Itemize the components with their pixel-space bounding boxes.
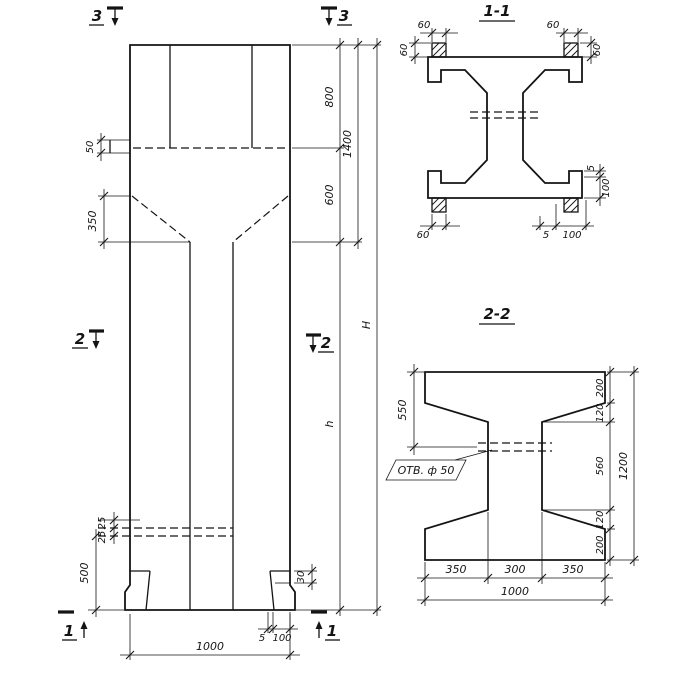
dim-5-right: 5 bbox=[586, 165, 597, 171]
dim-100-label: 100 bbox=[272, 633, 291, 644]
dim-100-bottom: 100 bbox=[562, 230, 581, 241]
dim-25a-label: 25 bbox=[97, 517, 108, 530]
hole-callout: ОТВ. ф 50 bbox=[385, 449, 493, 481]
section-2-2-dimensions: 550 200 120 560 120 200 1200 350 bbox=[396, 364, 639, 606]
dim-60-topright: 60 bbox=[547, 20, 560, 31]
embedded-plates bbox=[431, 42, 579, 213]
dim-120-top: 120 bbox=[595, 403, 606, 422]
dim-5-label: 5 bbox=[259, 633, 265, 644]
hole-label: ОТВ. ф 50 bbox=[398, 464, 455, 477]
dim-350-label: 350 bbox=[86, 211, 99, 232]
dim-60-right: 60 bbox=[592, 44, 603, 57]
dim-350-right: 350 bbox=[563, 563, 584, 576]
dim-350-left: 350 bbox=[446, 563, 467, 576]
dim-60-bottomleft: 60 bbox=[417, 230, 430, 241]
dim-1000-label: 1000 bbox=[196, 640, 224, 653]
section-cut-marks: 3 3 2 2 1 1 bbox=[58, 6, 352, 641]
dim-25b-label: 25 bbox=[97, 531, 108, 544]
dim-600-label: 600 bbox=[323, 185, 336, 206]
section-mark-1-left: 1 bbox=[64, 622, 74, 640]
section-mark-2-left: 2 bbox=[75, 330, 85, 348]
dim-200-top: 200 bbox=[595, 378, 606, 397]
section-mark-3-right: 3 bbox=[339, 7, 349, 25]
dim-550-label: 550 bbox=[396, 400, 409, 421]
elevation-left-dimensions: 50 350 25 25 500 bbox=[78, 133, 190, 617]
section-mark-2-right: 2 bbox=[321, 334, 331, 352]
section-1-1-dimensions: 60 60 60 60 60 5 100 bbox=[399, 20, 612, 241]
section-1-1-outline bbox=[427, 56, 583, 199]
dim-60-topleft: 60 bbox=[418, 20, 431, 31]
dim-30-label: 30 bbox=[296, 571, 307, 584]
dim-200-bottom: 200 bbox=[595, 535, 606, 554]
dim-60-left: 60 bbox=[399, 44, 410, 57]
section-mark-3-left: 3 bbox=[92, 7, 102, 25]
dim-560-label: 560 bbox=[595, 456, 606, 475]
column-outline bbox=[124, 44, 296, 611]
dim-120-bottom: 120 bbox=[595, 510, 606, 529]
dim-1200-label: 1200 bbox=[617, 452, 630, 480]
dim-50-label: 50 bbox=[85, 141, 96, 154]
column-elevation: 50 350 25 25 500 800 600 h bbox=[58, 6, 382, 660]
dim-1000-section-label: 1000 bbox=[501, 585, 529, 598]
dim-h-label: h bbox=[323, 420, 336, 427]
dim-800-label: 800 bbox=[323, 87, 336, 108]
section-mark-1-right: 1 bbox=[327, 622, 337, 640]
dim-5-bottom: 5 bbox=[543, 230, 549, 241]
section-2-2-title: 2-2 bbox=[483, 305, 510, 323]
dim-1400-label: 1400 bbox=[341, 130, 354, 158]
elevation-right-dimensions: 800 600 h 1400 H bbox=[292, 38, 382, 616]
dim-300-label: 300 bbox=[505, 563, 526, 576]
section-1-1-title: 1-1 bbox=[483, 2, 510, 20]
section-1-1-view: 1-1 60 60 60 bbox=[399, 2, 612, 241]
dim-H-label: H bbox=[360, 321, 373, 329]
elevation-bottom-dimensions: 1000 5 100 30 bbox=[120, 564, 317, 660]
dim-100-right: 100 bbox=[601, 178, 612, 197]
dim-500-label: 500 bbox=[78, 563, 91, 584]
section-2-2-outline bbox=[424, 371, 606, 561]
hidden-lines bbox=[98, 147, 289, 537]
section-2-2-view: 2-2 ОТВ. ф 50 550 200 120 560 bbox=[385, 305, 639, 606]
